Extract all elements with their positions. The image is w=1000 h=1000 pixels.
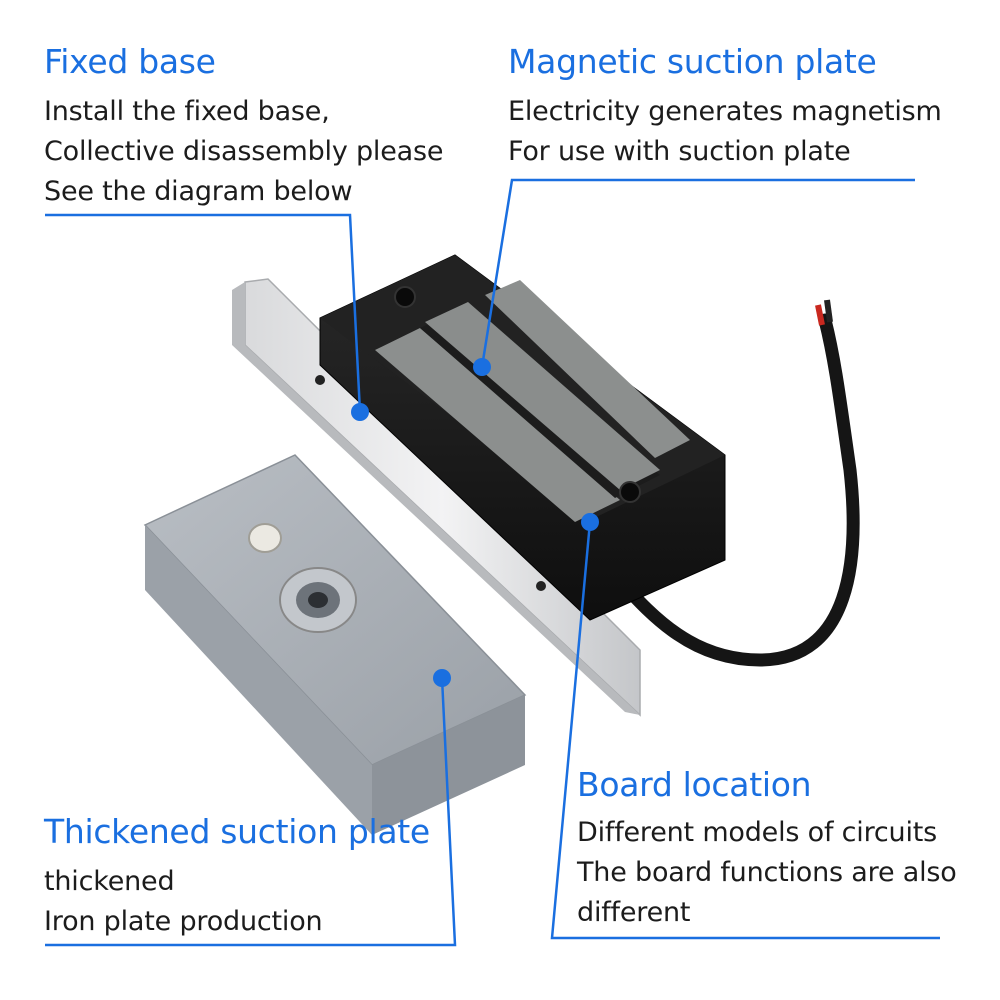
thickened-plate-description: thickened Iron plate production: [44, 862, 323, 942]
leader-fixed-base: [45, 213, 362, 413]
leader-board-location: [550, 521, 940, 940]
power-cable: [593, 313, 860, 667]
leader-magnetic-plate: [480, 178, 915, 368]
wire-black: [824, 299, 833, 323]
board-location-description: Different models of circuits The board f…: [577, 813, 957, 933]
board-location-line: Different models of circuits: [577, 817, 938, 848]
dot-magnetic-plate: [473, 358, 491, 376]
fixed-base-line: Collective disassembly please: [44, 136, 444, 167]
magnetic-plate-line: Electricity generates magnetism: [508, 96, 942, 127]
thickened-plate-line: thickened: [44, 866, 175, 897]
fixed-base-title: Fixed base: [44, 42, 216, 81]
thickened-plate-title: Thickened suction plate: [44, 812, 430, 851]
magnetic-plate-description: Electricity generates magnetism For use …: [508, 92, 942, 172]
leader-thickened-plate: [45, 677, 457, 947]
magnetic-plate-title: Magnetic suction plate: [508, 42, 877, 81]
magnetic-plate-line: For use with suction plate: [508, 136, 851, 167]
fixed-base-line: Install the fixed base,: [44, 96, 330, 127]
fixed-base-description: Install the fixed base, Collective disas…: [44, 92, 443, 212]
dot-thickened-plate: [433, 669, 451, 687]
board-location-title: Board location: [577, 765, 812, 804]
fixed-base-line: See the diagram below: [44, 176, 353, 207]
dot-board-location: [581, 513, 599, 531]
dot-fixed-base: [351, 403, 369, 421]
wire-red: [815, 304, 825, 326]
board-location-line: different: [577, 897, 691, 928]
thickened-plate-line: Iron plate production: [44, 906, 323, 937]
board-location-line: The board functions are also: [577, 857, 957, 888]
iron-plate: [143, 454, 527, 835]
